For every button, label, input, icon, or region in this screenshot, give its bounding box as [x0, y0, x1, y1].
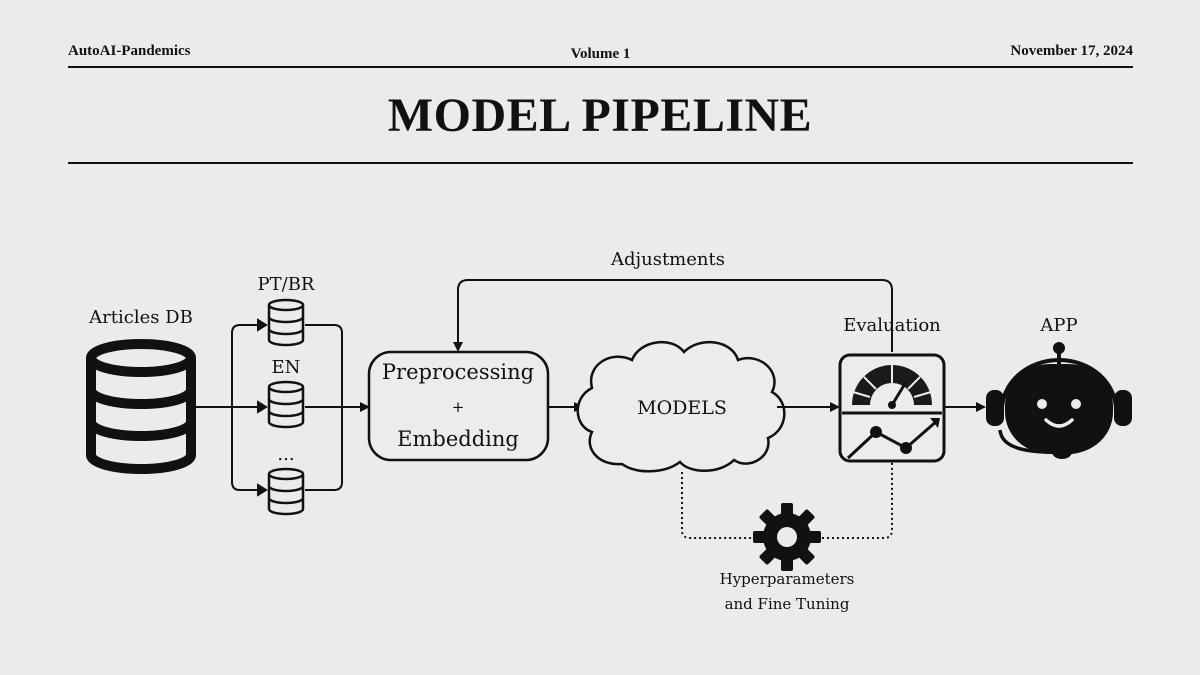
articles-db-label: Articles DB: [88, 307, 193, 328]
fanout-connectors: [192, 324, 258, 491]
hyperparameters-label-line1: Hyperparameters: [720, 570, 855, 588]
adjustments-feedback-arrow: [453, 279, 893, 352]
lang-more-label: ...: [277, 444, 294, 465]
hyperparameters-label-line2: and Fine Tuning: [725, 595, 850, 613]
models-label: MODELS: [637, 397, 727, 419]
page-title: MODEL PIPELINE: [387, 89, 813, 142]
hyperparameters-dotted-connector: [681, 462, 893, 539]
fanin-connectors: [305, 324, 370, 491]
small-database-icon: [267, 380, 305, 429]
preprocessing-label: Preprocessing: [382, 360, 534, 384]
gear-icon: [753, 503, 821, 571]
small-database-icon: [267, 298, 305, 347]
lang-en-label: EN: [272, 357, 301, 378]
title-divider: [68, 162, 1133, 164]
app-label: APP: [1039, 315, 1077, 336]
masthead: AutoAI-Pandemics Volume 1 November 17, 2…: [68, 40, 1133, 68]
database-icon: [86, 339, 196, 474]
small-database-icon: [267, 467, 305, 516]
publication-date: November 17, 2024: [1010, 43, 1133, 59]
publication-name: AutoAI-Pandemics: [68, 43, 191, 59]
lang-ptbr-label: PT/BR: [258, 274, 315, 295]
plus-label: +: [452, 398, 465, 416]
robot-headset-icon: [986, 342, 1132, 459]
cloud-icon: [576, 340, 786, 473]
volume-label: Volume 1: [570, 46, 631, 62]
embedding-label: Embedding: [397, 427, 519, 451]
gauge-chart-icon: [838, 353, 946, 463]
adjustments-label: Adjustments: [610, 249, 725, 270]
